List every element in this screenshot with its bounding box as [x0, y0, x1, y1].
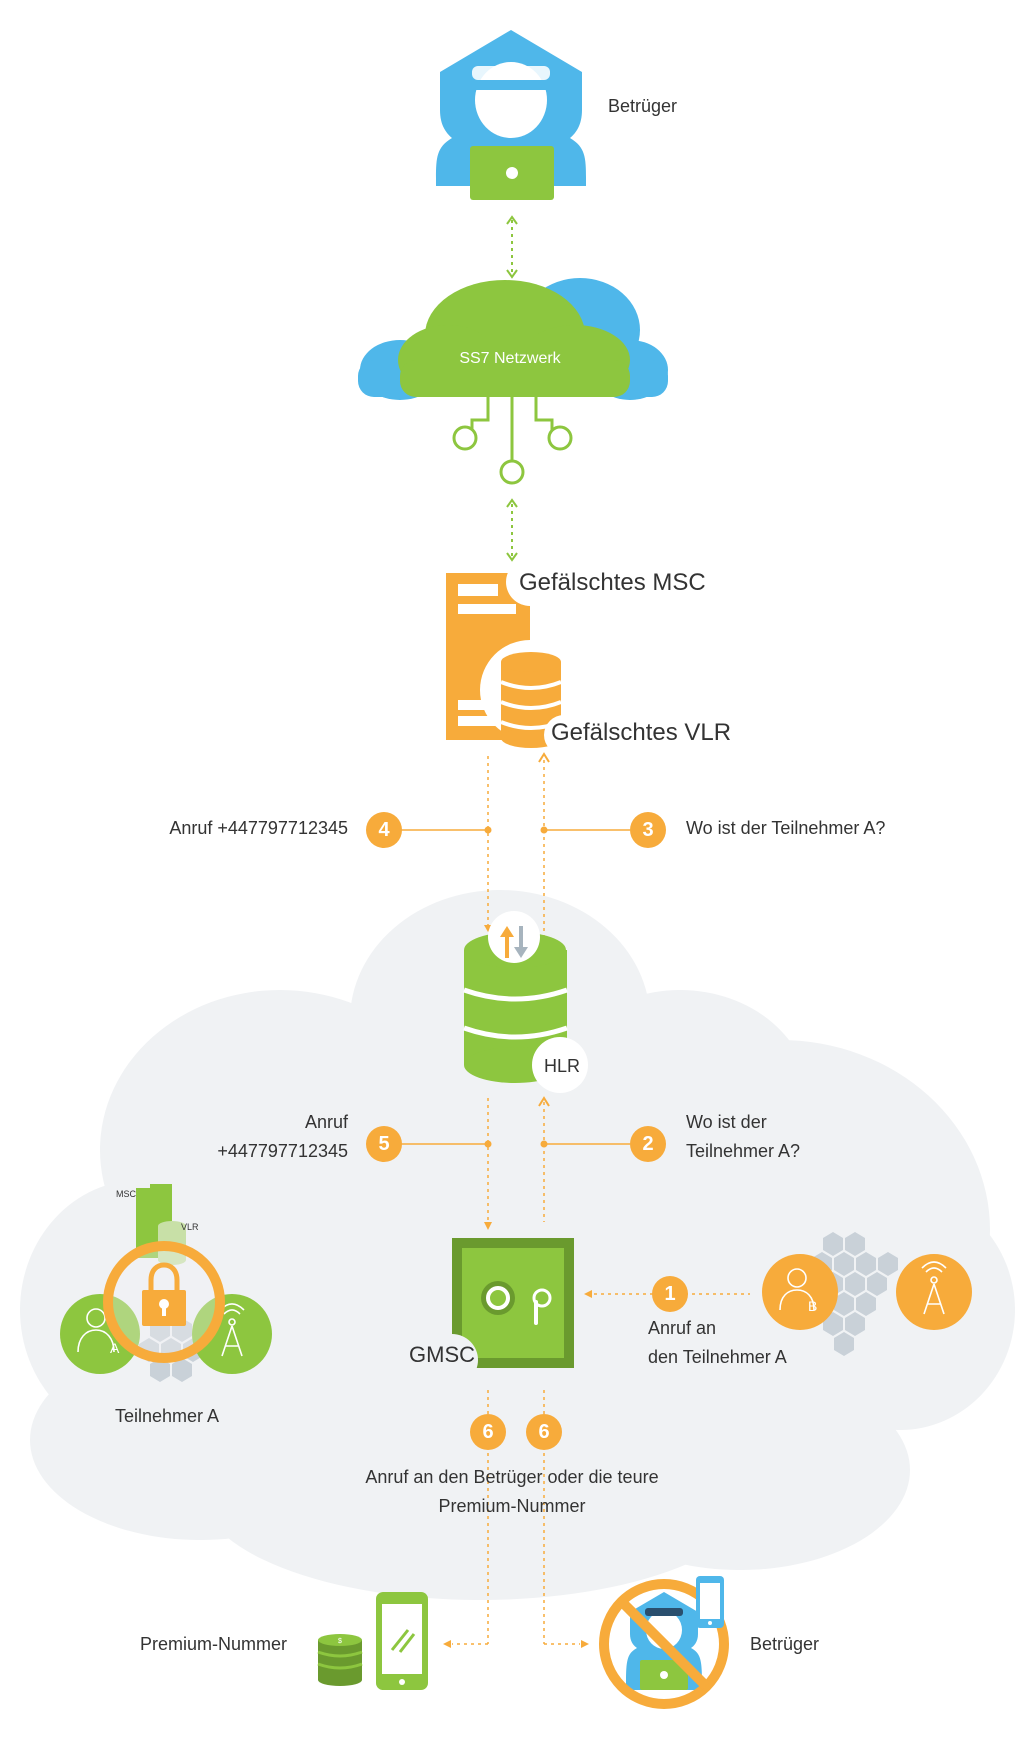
arrowhead-up-icon	[506, 215, 518, 225]
junction-dot	[484, 826, 492, 834]
gmsc-label: GMSC	[409, 1342, 475, 1367]
subscriber-a-label: Teilnehmer A	[114, 1406, 220, 1426]
step-3-text: Wo ist der Teilnehmer A?	[686, 818, 886, 838]
junction-dot	[484, 1140, 492, 1148]
fraudster-top-label: Betrüger	[608, 96, 678, 116]
subscriber-b-cluster	[762, 1232, 972, 1356]
step-6-text-line1: Anruf an den Betrüger oder die teure	[365, 1467, 659, 1487]
database-icon	[463, 911, 588, 1093]
subscriber-b-letter: B	[808, 1298, 818, 1314]
subscriber-a-cluster	[60, 1184, 272, 1382]
hooded-hacker-icon	[435, 30, 587, 200]
arrowhead-up-icon	[506, 498, 518, 508]
safe-icon	[426, 1238, 574, 1386]
step-6b-badge: 6	[526, 1414, 562, 1450]
arrow-down-icon	[514, 926, 528, 958]
step-5-text-line2: +447797712345	[217, 1141, 348, 1161]
arrowhead-left-icon	[584, 1290, 592, 1298]
arrowhead-down-icon	[506, 552, 518, 562]
hlr-label: HLR	[544, 1056, 581, 1076]
arrowhead-left-icon	[443, 1640, 451, 1648]
arrowhead-down-icon	[484, 925, 492, 932]
fake-msc-label: Gefälschtes MSC	[519, 569, 706, 596]
user-icon	[762, 1254, 838, 1330]
user-icon	[60, 1294, 140, 1374]
padlock-icon	[142, 1262, 186, 1326]
arrowhead-up-icon	[538, 752, 550, 763]
step-4-text: Anruf +447797712345	[169, 818, 348, 838]
arrowhead-right-icon	[581, 1640, 589, 1648]
step-2-text-line2: Teilnehmer A?	[686, 1141, 801, 1161]
database-icon	[480, 640, 584, 755]
arrow-up-icon	[500, 926, 514, 958]
msc-small-label: MSC	[116, 1189, 136, 1199]
subscriber-a-letter: A	[110, 1340, 120, 1356]
coin-stack-icon: $	[317, 1634, 363, 1686]
step-3-badge: 3	[630, 812, 666, 848]
arrowhead-down-icon	[484, 1222, 492, 1230]
step-6-text-line2: Premium-Nummer	[438, 1496, 586, 1516]
smartphone-icon	[376, 1592, 428, 1690]
ss7-network-label: SS7 Netzwerk	[459, 350, 561, 367]
step-5-badge: 5	[366, 1126, 402, 1162]
step-1-text-line1: Anruf an	[648, 1318, 717, 1338]
arrowhead-up-icon	[538, 1096, 550, 1107]
step-1-badge: 1	[652, 1276, 688, 1312]
cloud-network-icon	[358, 278, 668, 485]
step-6a-badge: 6	[470, 1414, 506, 1450]
junction-dot	[540, 1140, 548, 1148]
antenna-tower-icon	[896, 1254, 972, 1330]
junction-dot	[540, 826, 548, 834]
step-2-text-line1: Wo ist der	[686, 1112, 767, 1132]
step-1-text-line2: den Teilnehmer A	[648, 1347, 787, 1367]
smartphone-icon	[696, 1576, 724, 1628]
vlr-small-label: VLR	[181, 1222, 199, 1232]
step-4-badge: 4	[366, 812, 402, 848]
svg-text:$: $	[338, 1638, 342, 1645]
premium-number-label: Premium-Nummer	[140, 1634, 288, 1654]
step-2-badge: 2	[630, 1126, 666, 1162]
home-network-cloud	[20, 890, 1015, 1600]
fake-vlr-label: Gefälschtes VLR	[551, 719, 732, 746]
prohibited-icon	[599, 1576, 729, 1709]
step-5-text-line1: Anruf	[304, 1112, 348, 1132]
fraudster-bottom-label: Betrüger	[750, 1634, 820, 1654]
arrowhead-down-icon	[506, 269, 518, 279]
antenna-tower-icon	[192, 1294, 272, 1374]
